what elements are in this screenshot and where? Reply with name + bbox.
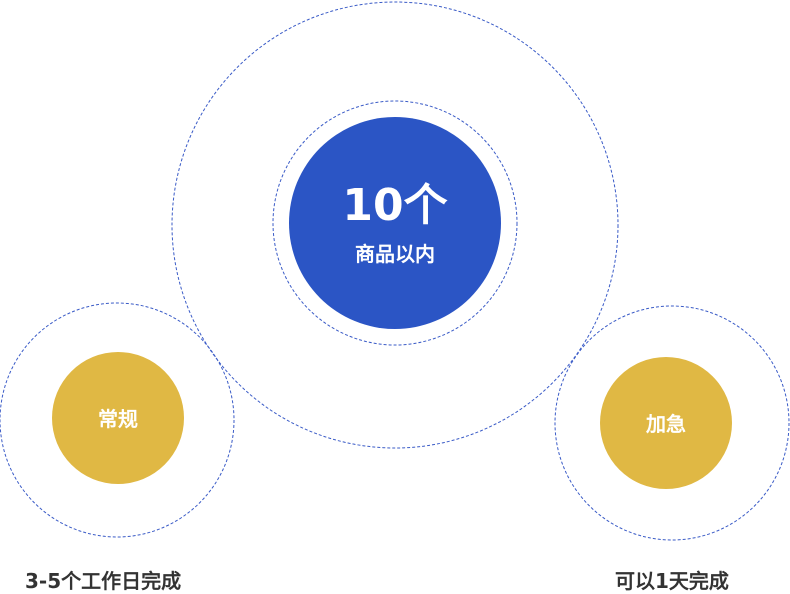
inner-dashed-ring [272, 100, 518, 346]
right-caption: 可以1天完成 [615, 569, 729, 593]
center-blue-circle [289, 117, 501, 329]
right-gold-circle [600, 357, 732, 489]
outer-dashed-ring [171, 1, 619, 449]
left-label: 常规 [98, 407, 138, 431]
center-label: 商品以内 [355, 242, 435, 266]
left-dashed-ring [0, 302, 235, 538]
left-caption: 3-5个工作日完成 [25, 569, 182, 593]
right-label: 加急 [646, 412, 686, 436]
left-gold-circle [52, 352, 184, 484]
right-dashed-ring [554, 305, 790, 541]
center-value: 10个 [342, 180, 448, 231]
